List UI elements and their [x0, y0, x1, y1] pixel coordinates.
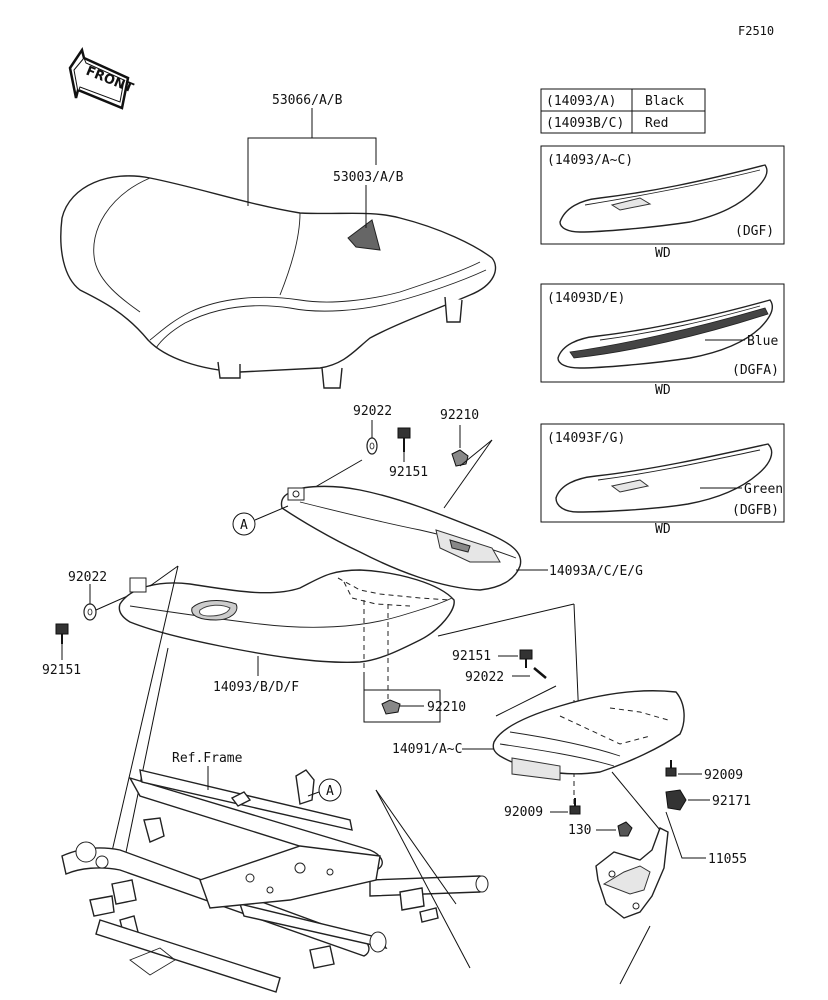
rear-cover [492, 690, 685, 781]
ref-circle-a-bottom [318, 778, 342, 802]
variant-callout-2: Blue [747, 334, 778, 349]
variant-code-2: (14093D/E) [547, 291, 625, 306]
label-bracket: 11055 [708, 852, 747, 867]
label-bolt-top: 92151 [389, 465, 428, 480]
label-nut-top: 92210 [440, 408, 479, 423]
variant-region-3: WD [655, 522, 671, 537]
side-cover-right [280, 485, 522, 591]
variant-model-1: (DGF) [735, 224, 774, 239]
label-washer-mid: 92022 [465, 670, 504, 685]
color-name-2: Red [645, 116, 668, 131]
screw-right [665, 760, 677, 777]
figure-code: F2510 [738, 24, 774, 38]
leader-seat-assy-b [312, 137, 377, 165]
washer-top [366, 437, 378, 455]
bracket [595, 827, 669, 919]
variant-region-2: WD [655, 383, 671, 398]
leader-seat-assy [247, 108, 313, 206]
label-clip: 92171 [712, 794, 751, 809]
nut-top [451, 449, 469, 467]
washer-mid [533, 667, 547, 679]
label-bolt-left: 92151 [42, 663, 81, 678]
label-cover-right: 14093A/C/E/G [549, 564, 643, 579]
variant-model-2: (DGFA) [732, 363, 779, 378]
ref-a-top-label: A [240, 518, 248, 533]
washer-left [83, 603, 97, 621]
bolt-top [397, 427, 411, 452]
bolt-mid [519, 649, 533, 668]
seat-drawing [60, 175, 497, 389]
variant-code-3: (14093F/G) [547, 431, 625, 446]
label-screw-right: 92009 [704, 768, 743, 783]
label-cover-rear: 14091/A~C [392, 742, 462, 757]
side-cover-left [118, 569, 455, 663]
variant-box-2: (14093D/E) Blue (DGFA) [540, 283, 785, 383]
label-washer-left: 92022 [68, 570, 107, 585]
ref-a-bottom-label: A [326, 784, 334, 799]
variant-callout-3: Green [744, 482, 783, 497]
ref-circle-a-top [232, 512, 256, 536]
bolt-left [55, 623, 69, 644]
label-bolt-130: 130 [568, 823, 591, 838]
label-washer-top: 92022 [353, 404, 392, 419]
label-seat-assy: 53066/A/B [272, 93, 343, 108]
variant-region-1: WD [655, 246, 671, 261]
label-screw-bottom: 92009 [504, 805, 543, 820]
variant-model-3: (DGFB) [732, 503, 779, 518]
label-nut-bottom: 92210 [427, 700, 466, 715]
nut-bottom [381, 699, 401, 715]
clip [665, 789, 687, 811]
label-seat-cover: 53003/A/B [333, 170, 404, 185]
front-arrow: FRONT [68, 46, 135, 110]
color-table: (14093/A) Black (14093B/C) Red [540, 88, 706, 134]
variant-box-3: (14093F/G) Green (DGFB) [540, 423, 785, 523]
variant-code-1: (14093/A~C) [547, 153, 633, 168]
color-code-2: (14093B/C) [546, 116, 624, 131]
bolt-130 [617, 821, 633, 837]
variant-box-1: (14093/A~C) (DGF) [540, 145, 785, 245]
label-bolt-mid: 92151 [452, 649, 491, 664]
screw-bottom [569, 798, 581, 815]
label-cover-left: 14093/B/D/F [213, 680, 299, 695]
label-frame: Ref.Frame [172, 751, 243, 766]
color-code-1: (14093/A) [546, 94, 616, 109]
nut-bottom-bracket [363, 672, 441, 723]
color-name-1: Black [645, 94, 684, 109]
frame-drawing [61, 769, 489, 993]
